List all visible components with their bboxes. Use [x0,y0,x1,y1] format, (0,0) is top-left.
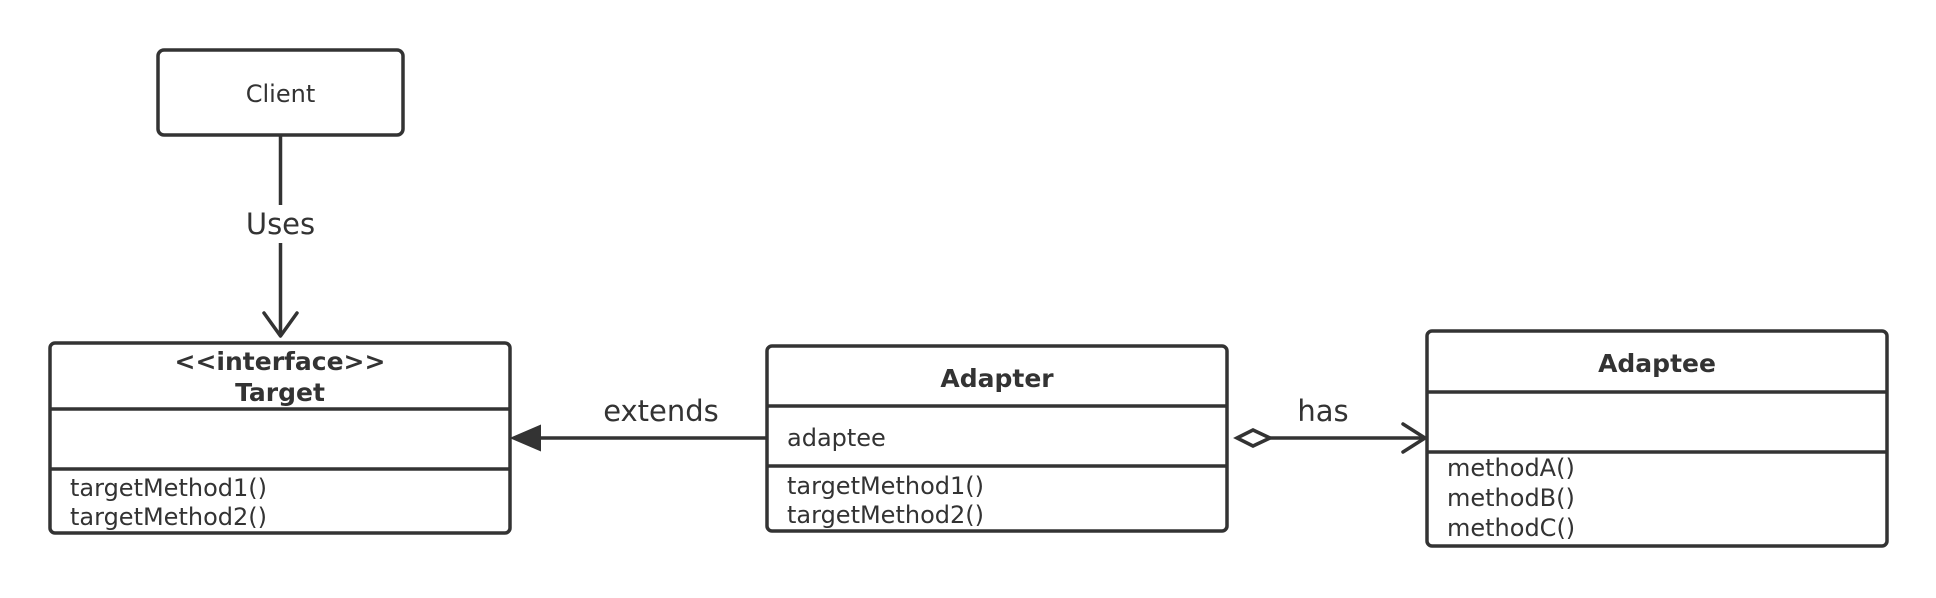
adaptee-class[interactable]: Adaptee methodA() methodB() methodC() [1425,329,1889,548]
has-aggregation-diamond [1233,428,1275,448]
edge-uses[interactable]: Uses [236,135,326,338]
target-name: Target [235,378,325,407]
target-method-2: targetMethod2() [70,503,267,531]
adaptee-method-1: methodA() [1447,454,1575,482]
target-method-1: targetMethod1() [70,474,267,502]
extends-label: extends [603,394,719,428]
adapter-method-2: targetMethod2() [787,501,984,529]
client-node[interactable]: Client [156,48,405,137]
uses-label: Uses [246,207,315,241]
adapter-method-1: targetMethod1() [787,472,984,500]
edge-has[interactable]: has [1233,394,1427,454]
adaptee-box [1425,329,1889,548]
edge-extends[interactable]: extends [509,394,767,452]
client-name: Client [246,80,315,108]
target-stereotype: <<interface>> [175,347,386,376]
target-class[interactable]: <<interface>> Target targetMethod1() tar… [48,341,512,535]
has-label: has [1297,394,1348,428]
uses-label-bg [236,205,326,243]
adaptee-name: Adaptee [1598,349,1716,378]
adapter-name: Adapter [940,364,1054,393]
adapter-class[interactable]: Adapter adaptee targetMethod1() targetMe… [765,344,1229,533]
uses-arrowhead [262,311,299,338]
extends-arrowhead [509,424,541,452]
adaptee-method-3: methodC() [1447,514,1575,542]
has-arrowhead [1401,422,1427,454]
adapter-attribute-1: adaptee [787,424,886,452]
adaptee-method-2: methodB() [1447,484,1575,512]
